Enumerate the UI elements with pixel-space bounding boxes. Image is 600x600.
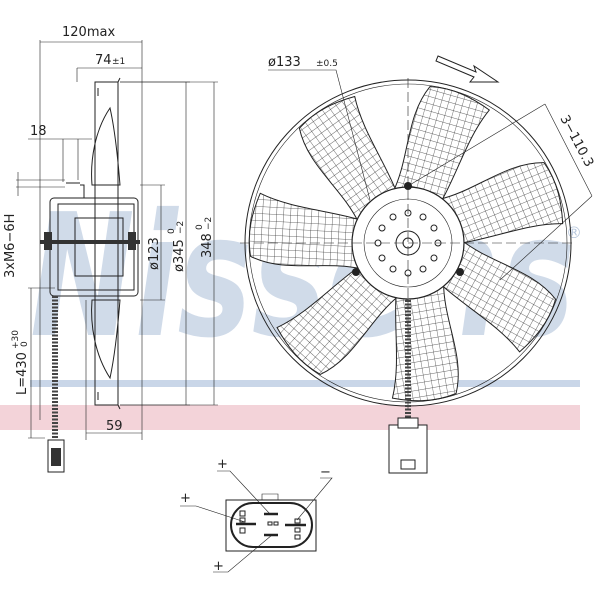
front-view: ø133 ±0.5 3−110.3 <box>240 55 596 474</box>
side-view: 120max 74 ±1 18 3xM6−6H ø123 ø345 0 −2 3… <box>3 25 218 473</box>
shroud-frame <box>94 77 121 410</box>
hub-vent-hole <box>378 224 386 232</box>
pin-label: + <box>217 457 228 472</box>
shaft <box>40 240 140 244</box>
hub-vent-hole <box>419 213 427 221</box>
svg-text:−2: −2 <box>176 221 186 234</box>
fan-blade <box>442 238 557 353</box>
dim-offset: 18 <box>30 124 47 139</box>
svg-text:0: 0 <box>167 228 177 234</box>
watermark-band <box>0 405 580 430</box>
fan-blades <box>248 86 564 402</box>
motor-stator <box>74 217 124 277</box>
hub-vent-hole <box>430 224 438 232</box>
fan-blade <box>276 266 401 375</box>
fan-blade <box>248 192 363 270</box>
svg-text:0: 0 <box>195 224 205 230</box>
svg-text:0: 0 <box>20 341 30 347</box>
hub-vent-hole <box>430 254 438 262</box>
watermark-line <box>30 380 580 387</box>
svg-text:±0.5: ±0.5 <box>316 59 338 69</box>
hub-vent-hole <box>389 213 397 221</box>
dim-bottom: 59 <box>106 419 123 434</box>
dim-bolt-circle: ø133 <box>268 55 301 70</box>
mount-hole <box>352 268 360 276</box>
fan-blade <box>437 162 564 244</box>
bolt <box>66 182 85 198</box>
pin-label: − <box>320 465 331 480</box>
hub-vent-hole <box>419 265 427 273</box>
fan-blade <box>392 86 491 200</box>
blade-lower <box>91 299 121 380</box>
dim-motor-dia: ø123 <box>147 237 162 270</box>
connector-pinout: + + + − <box>180 457 333 574</box>
pin-leaders <box>180 470 333 573</box>
blade-upper <box>91 106 121 186</box>
dim-cable-length: L=430 <box>15 352 30 395</box>
dim-width-max: 120max <box>62 25 115 40</box>
dim-frame-dia: 348 <box>200 233 215 258</box>
svg-text:+30: +30 <box>11 330 21 349</box>
fan-blade <box>298 95 396 225</box>
dim-thread: 3xM6−6H <box>3 214 18 278</box>
hub-vent-hole <box>378 254 386 262</box>
svg-text:±1: ±1 <box>112 57 125 67</box>
registered-mark: ® <box>566 223 582 242</box>
dim-hole-spacing: 3−110.3 <box>556 113 596 170</box>
dim-depth: 74 <box>95 53 112 68</box>
hub-vent-hole <box>389 265 397 273</box>
pin-label: + <box>213 559 224 574</box>
pin-label: + <box>180 491 191 506</box>
mount-hole <box>456 268 464 276</box>
svg-text:−2: −2 <box>204 217 214 230</box>
rotation-arrow-icon <box>435 55 500 83</box>
dim-blade-dia: ø345 <box>172 239 187 272</box>
